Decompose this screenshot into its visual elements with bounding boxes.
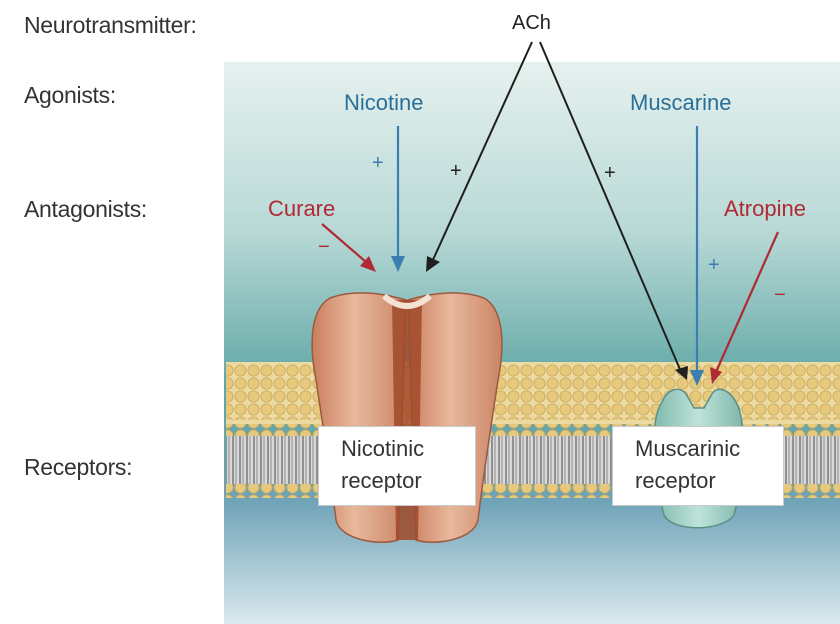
muscarine-plus-sign: + [708, 254, 720, 277]
ach-nicotinic-plus-sign: + [450, 160, 462, 183]
nicotinic-receptor-label-box: Nicotinic receptor [318, 426, 476, 506]
ach-label: ACh [512, 12, 551, 35]
curare-label: Curare [268, 196, 335, 222]
muscarinic-receptor-label-box: Muscarinic receptor [612, 426, 784, 506]
nicotine-plus-sign: + [372, 152, 384, 175]
atropine-label: Atropine [724, 196, 806, 222]
muscarine-label: Muscarine [630, 90, 731, 116]
muscarinic-receptor-line2: receptor [635, 465, 783, 497]
atropine-minus-sign: − [774, 284, 786, 307]
nicotinic-receptor-line1: Nicotinic [341, 433, 475, 465]
curare-minus-sign: − [318, 236, 330, 259]
muscarinic-receptor-line1: Muscarinic [635, 433, 783, 465]
nicotinic-receptor-line2: receptor [341, 465, 475, 497]
ach-muscarinic-plus-sign: + [604, 162, 616, 185]
nicotine-label: Nicotine [344, 90, 423, 116]
